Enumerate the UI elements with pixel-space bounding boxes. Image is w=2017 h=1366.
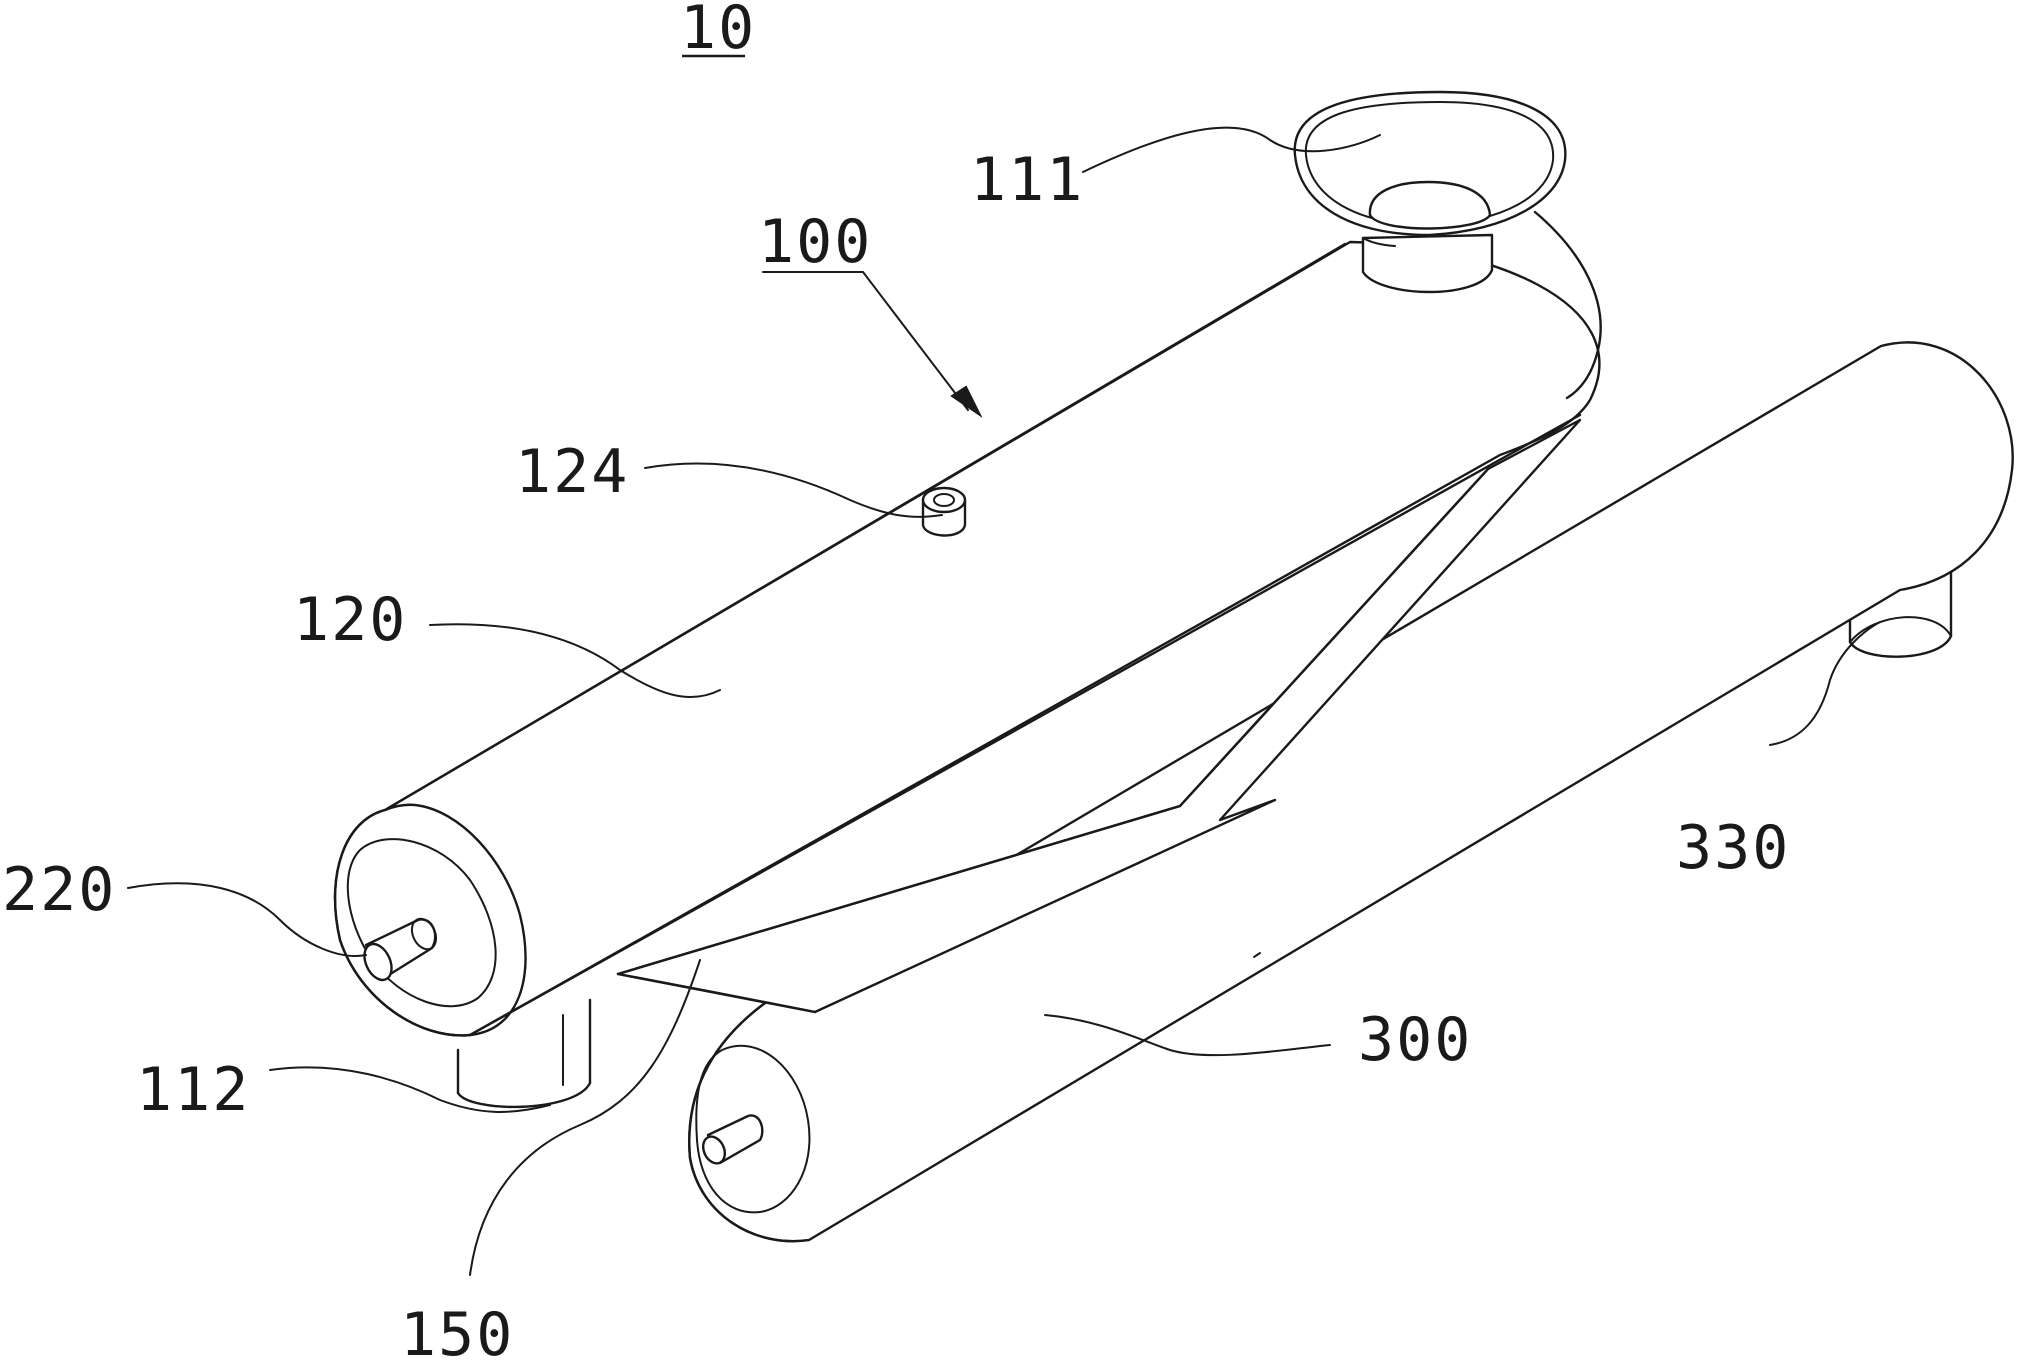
leader-300: [1044, 1014, 1331, 1057]
shaft-300: [701, 1114, 764, 1165]
label-300: 300: [1358, 1005, 1472, 1075]
cylinder-300: [688, 341, 2014, 1243]
skirt-150: [616, 418, 1582, 1014]
label-111: 111: [970, 145, 1084, 215]
leader-112: [269, 1066, 551, 1113]
leader-lines: [127, 126, 1881, 1276]
label-120: 120: [293, 585, 407, 655]
reference-labels: 10 100 111 124 120 220 112 150 300 330: [2, 0, 1790, 1366]
arrow-100: [762, 271, 983, 418]
label-124: 124: [515, 437, 629, 507]
leader-330: [1769, 621, 1881, 746]
label-100: 100: [758, 207, 872, 277]
leader-120: [429, 623, 721, 698]
leader-150: [469, 959, 701, 1276]
assembly-100: [333, 90, 1602, 1109]
label-330: 330: [1676, 813, 1790, 883]
leader-124: [644, 462, 943, 518]
leader-111: [1082, 126, 1381, 173]
figure-number-label: 10: [680, 0, 756, 63]
end-cap-120: [333, 803, 527, 1037]
shaft-220: [363, 917, 438, 982]
label-112: 112: [136, 1055, 250, 1125]
funnel-111: [1293, 90, 1567, 294]
leader-220: [127, 882, 367, 957]
label-220: 220: [2, 855, 116, 925]
label-150: 150: [400, 1300, 514, 1366]
port-124: [921, 486, 967, 537]
outlet-112: [456, 998, 592, 1109]
